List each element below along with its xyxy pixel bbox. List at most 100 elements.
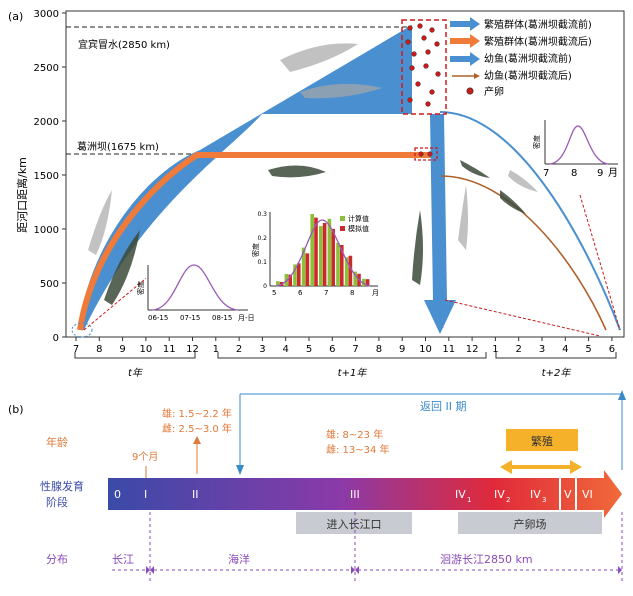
sturgeon-icon: [508, 170, 538, 192]
stage-1: I: [144, 488, 147, 501]
pointer-mid: [444, 299, 601, 337]
x-tick-label: 2: [236, 344, 242, 355]
sturgeon-icon: [268, 165, 326, 178]
y-tick-label: 1500: [34, 171, 59, 182]
panel-a-label: (a): [8, 10, 23, 23]
inset-mid-ylabel: 密度: [251, 243, 260, 257]
inset-mid-bar-sim: [314, 217, 318, 286]
age-arrowhead: [193, 436, 201, 444]
sturgeon-dark-illustrations: [104, 160, 526, 305]
inset-mid-legend-swatch: [340, 216, 345, 221]
enter-estuary-box: [296, 512, 412, 534]
x-tick-label: 3: [259, 344, 265, 355]
stage-sub: 2: [506, 496, 510, 504]
inset-left-ylabel: 密度: [136, 281, 145, 295]
legend-swatch-post-spawn: [450, 34, 480, 48]
legend-label: 繁殖群体(葛洲坝截流前): [484, 18, 592, 31]
x-tick-label: 6: [329, 344, 335, 355]
x-tick-label: 3: [539, 344, 545, 355]
x-tick-label: 8: [376, 344, 382, 355]
inset-mid-legend-swatch: [340, 226, 345, 231]
x-tick-label: 7: [352, 344, 358, 355]
stage-5: V: [564, 488, 572, 501]
x-tick-label: 12: [466, 344, 479, 355]
x-tick-label: 1: [492, 344, 498, 355]
inset-mid-xtick: 5: [272, 289, 276, 297]
stage-2: II: [192, 488, 199, 501]
spawn-range-left: [500, 460, 512, 474]
post-dam-spawning-line: [77, 152, 437, 331]
stage-3: III: [350, 488, 360, 501]
stage-4-1: IV: [455, 488, 466, 501]
legend-arrowhead: [474, 73, 480, 79]
sturgeon-illustrations: [88, 43, 538, 255]
inset-left-bg: [146, 262, 250, 310]
legend-label: 繁殖群体(葛洲坝截流后): [484, 35, 592, 48]
y-tick-label: 2500: [34, 63, 59, 74]
panel-b-label: (b): [8, 403, 24, 416]
inset-mid-ytick: 0.3: [257, 211, 267, 218]
return-arrowhead-down: [236, 465, 244, 475]
spawn-label: 繁殖: [531, 434, 553, 448]
sturgeon-icon: [280, 43, 358, 72]
inset-mid-unit: 月: [372, 289, 379, 297]
spawn-range-right: [570, 460, 582, 474]
inset-mid-bar-calc: [293, 264, 297, 286]
legend-label: 幼鱼(葛洲坝截流后): [484, 69, 572, 82]
plot-frame: [65, 10, 625, 338]
egg-marker: [407, 97, 413, 103]
inset-mid-ytick: 0: [263, 283, 267, 290]
inset-right-curve: [549, 125, 609, 165]
age-male-2: 雄: 8~23 年: [326, 428, 383, 441]
upper-spawning-ground: [401, 19, 447, 115]
dist-arrow: [351, 566, 355, 574]
dist-migrate: 洄游长江2850 km: [440, 553, 533, 566]
x-tick-label: 4: [562, 344, 568, 355]
legend-swatch-pre-juvenile: [450, 52, 480, 66]
pointer-left: [83, 274, 151, 331]
legend-swatch-eggs: [466, 87, 474, 95]
dist-arrow: [355, 566, 359, 574]
return-label: 返回 II 期: [420, 400, 466, 413]
inset-right-tick: 8: [571, 168, 577, 179]
inset-mid-bar-calc: [353, 271, 357, 286]
egg-marker: [423, 63, 429, 69]
egg-marker: [429, 27, 435, 33]
stage-0: 0: [114, 488, 121, 501]
egg-marker: [411, 51, 417, 57]
sturgeon-icon: [458, 185, 468, 250]
inset-mid-bar-calc: [319, 226, 323, 286]
sturgeon-icon: [460, 160, 490, 178]
enter-estuary-label: 进入长江口: [327, 518, 382, 531]
lower-spawning-ground: [414, 147, 438, 161]
pre-dam-juvenile-curve: [439, 111, 621, 331]
x-tick-label: 1: [213, 344, 219, 355]
spawn-box: [506, 429, 578, 451]
return-arrowhead: [618, 390, 626, 400]
inset-mid-ytick: 0.1: [257, 259, 267, 266]
dist-arrow: [146, 566, 150, 574]
x-tick-label: 2: [516, 344, 522, 355]
egg-marker: [405, 39, 411, 45]
inset-mid: 密度 0 0.1 0.2 0.3 5 6 7 8 月 计算值 模拟值: [251, 208, 394, 300]
sturgeon-icon: [300, 83, 382, 99]
dist-ocean: 海洋: [228, 552, 250, 566]
inset-mid-bar-calc: [301, 247, 306, 286]
inset-mid-xtick: 6: [298, 289, 303, 297]
x-tick-label: 9: [399, 344, 405, 355]
year-brackets: [74, 352, 617, 359]
y-tick-label: 500: [40, 279, 59, 290]
age-9-months: 9个月: [132, 451, 158, 463]
inset-left-tick: 06-15: [148, 314, 168, 322]
row-label-age: 年龄: [46, 435, 68, 449]
inset-mid-bar-sim: [322, 223, 327, 286]
inset-mid-bar-sim: [331, 228, 335, 286]
sturgeon-icon: [412, 210, 423, 285]
dist-arrow: [618, 566, 622, 574]
dist-arrow: [150, 566, 154, 574]
egg-marker: [429, 89, 435, 95]
x-tick-label: 6: [609, 344, 615, 355]
pointer-right: [579, 194, 621, 331]
inset-mid-xtick: 8: [350, 289, 354, 297]
